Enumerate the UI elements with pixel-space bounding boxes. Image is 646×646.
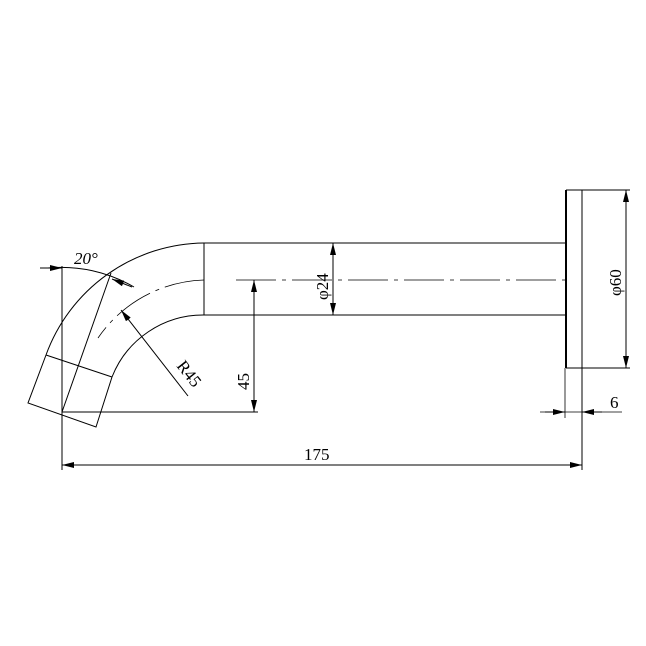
thickness-label: 6 (610, 393, 619, 412)
flange-diameter-label: φ60 (606, 269, 625, 296)
bend-outer-arc (45, 242, 205, 356)
pipe-diameter-label: φ24 (313, 273, 332, 300)
pipe-end-section (27, 354, 113, 428)
angle-label: 20° (74, 249, 98, 268)
offset-label: 45 (234, 373, 253, 390)
angle-reference-line (61, 272, 112, 413)
angle-arrow-right (111, 278, 133, 288)
angle-dimension-arc (47, 266, 135, 288)
radius-leader (120, 309, 189, 397)
bend-centerline-arc (97, 279, 205, 339)
radius-label: R45 (173, 357, 205, 391)
overall-length-label: 175 (304, 445, 330, 464)
pipe-end-line (45, 354, 113, 378)
bend-inner-arc (111, 314, 205, 378)
